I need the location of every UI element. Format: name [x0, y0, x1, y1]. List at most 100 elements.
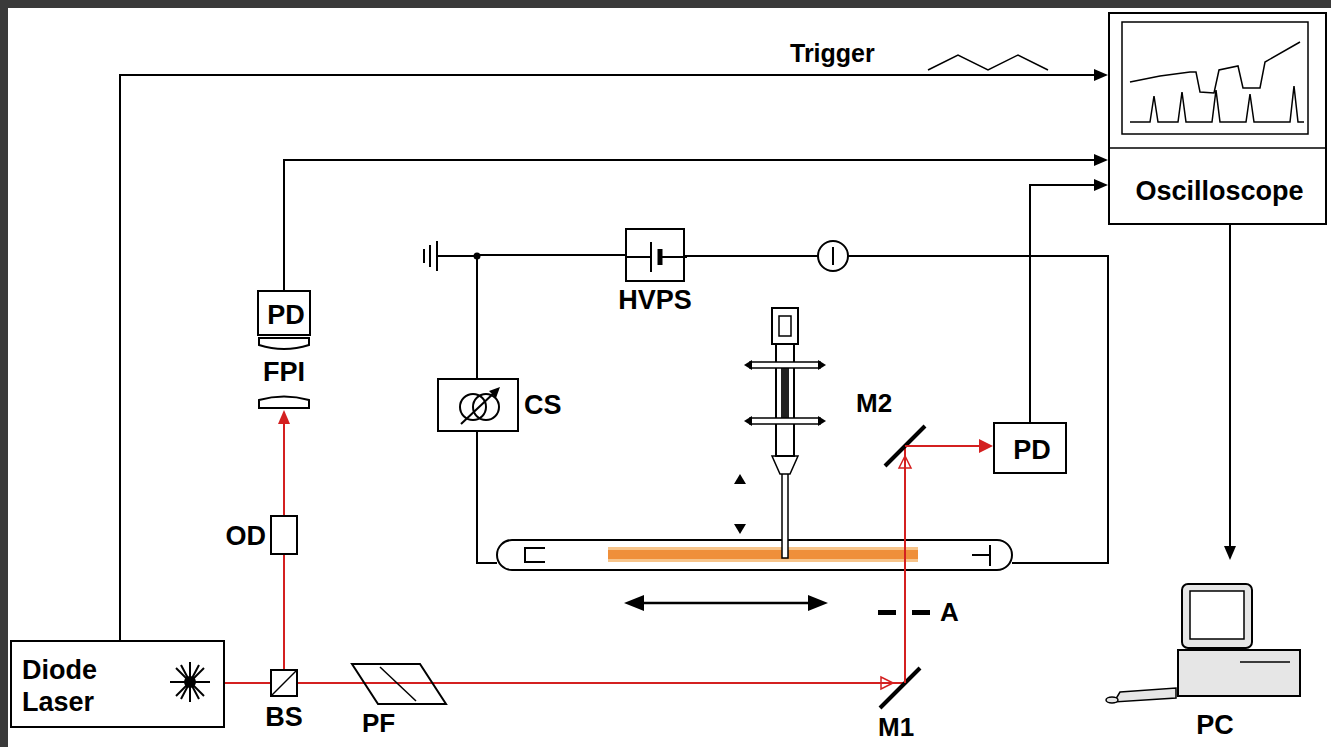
illustration-stroke: [181, 665, 199, 699]
ammeter-symbol: [818, 241, 848, 271]
text-holder: CS: [524, 378, 572, 432]
connector-line: [1229, 225, 1231, 550]
oscilloscope-box: Oscilloscope: [1108, 12, 1327, 225]
illustration-stroke: [423, 249, 425, 263]
laser-star: [170, 662, 210, 702]
beam-splitter: BS: [260, 666, 308, 744]
part-label: PF: [362, 708, 395, 739]
connector: [120, 69, 1108, 640]
aperture: [912, 610, 930, 615]
illustration-stroke: [660, 256, 687, 258]
illustration-stroke: [1182, 584, 1252, 648]
fpi-trace: [1130, 86, 1304, 122]
node-label: CS: [524, 389, 562, 421]
probe-cone: [772, 456, 798, 474]
probe-body: [776, 344, 794, 456]
photodiode-box: PD: [993, 422, 1067, 474]
text-holder: BS: [256, 700, 312, 734]
wire: [685, 255, 818, 257]
node-label: PD: [1013, 434, 1051, 466]
power-supply-box: HVPS: [598, 228, 712, 318]
connector: [284, 154, 1108, 290]
current-stabilizer-box-outline: [437, 378, 519, 432]
illustration-stroke: [461, 392, 495, 424]
power-supply-box-symbol: [627, 230, 687, 284]
text-holder: Diode Laser: [22, 646, 144, 726]
probe-flange: [750, 418, 820, 424]
scope-screen: [1122, 22, 1308, 134]
flange-tip: [818, 416, 826, 426]
polarizer-prism: [352, 664, 446, 704]
trigger-wave: [928, 55, 1048, 70]
part-label: M1: [878, 712, 914, 743]
laser-box: Diode Laser: [10, 640, 225, 728]
beam-splitter-outline: [270, 669, 298, 697]
node-label: Oscilloscope: [1135, 175, 1303, 207]
node-label: Diode Laser: [22, 654, 144, 719]
probe-flange: [750, 362, 820, 368]
signal-label: Trigger: [790, 38, 875, 68]
connector-line: [225, 682, 270, 684]
illustration-stroke: [1240, 661, 1290, 663]
connector: [278, 410, 290, 515]
illustration-stroke: [259, 338, 309, 349]
plasma-glow: [608, 547, 918, 562]
computer-outline: [1100, 560, 1315, 708]
connector: [225, 683, 270, 684]
arrowhead: [278, 410, 290, 424]
laser-beam: [298, 682, 905, 684]
illustration-stroke: [473, 394, 499, 420]
illustration-stroke: [1114, 688, 1176, 702]
beam-arrow: [979, 439, 993, 453]
optical-density-filter-outline: [270, 515, 298, 555]
node-label: OD: [226, 520, 267, 552]
part-label: A: [940, 597, 959, 628]
wire: [848, 256, 1108, 563]
illustration-stroke: [181, 665, 199, 699]
wire: [437, 255, 477, 257]
mirror: [880, 668, 920, 708]
absorption-trace: [1130, 42, 1300, 93]
anode: [972, 554, 990, 556]
laser-beam: [905, 445, 982, 447]
discharge-tube: [497, 540, 1012, 570]
arrowhead: [1094, 69, 1108, 81]
connector-line: [284, 160, 1098, 290]
connector-line: [477, 255, 625, 378]
illustration-stroke: [1106, 697, 1118, 703]
beam-splitter-symbol: [270, 669, 298, 697]
text-holder: HVPS: [598, 284, 712, 316]
computer-symbol: [1100, 560, 1315, 708]
text-holder: PD: [259, 292, 313, 338]
text-holder: OD: [188, 513, 266, 559]
connector: [284, 555, 285, 669]
illustration-stroke: [627, 256, 651, 258]
probe-cap: [772, 308, 798, 344]
prism-interface: [380, 667, 416, 701]
optical-density-filter: OD: [188, 513, 302, 559]
illustration-stroke: [1178, 650, 1300, 696]
move-down: [734, 524, 746, 534]
current-stabilizer-box-symbol: [439, 380, 521, 434]
node-label: BS: [265, 701, 303, 733]
arrowhead: [1224, 546, 1236, 560]
ground-symbol: [424, 241, 437, 271]
arrowhead: [1094, 179, 1108, 191]
node-label: PD: [267, 299, 305, 331]
power-supply-box-outline: [625, 228, 685, 282]
arrowhead: [1094, 154, 1108, 166]
connector-line: [120, 75, 1098, 640]
current-stabilizer-box: CS: [437, 378, 572, 432]
fabry-perot-interferometer: FPI: [242, 336, 326, 410]
laser-core: [184, 676, 196, 688]
cathode: [525, 548, 545, 562]
illustration-stroke: [429, 245, 431, 267]
probe-core: [781, 368, 789, 420]
text-holder: PC: [1150, 708, 1280, 742]
illustration-stroke: [1190, 591, 1244, 639]
illustration-stroke: [489, 387, 500, 398]
laser-beam: [904, 446, 906, 683]
